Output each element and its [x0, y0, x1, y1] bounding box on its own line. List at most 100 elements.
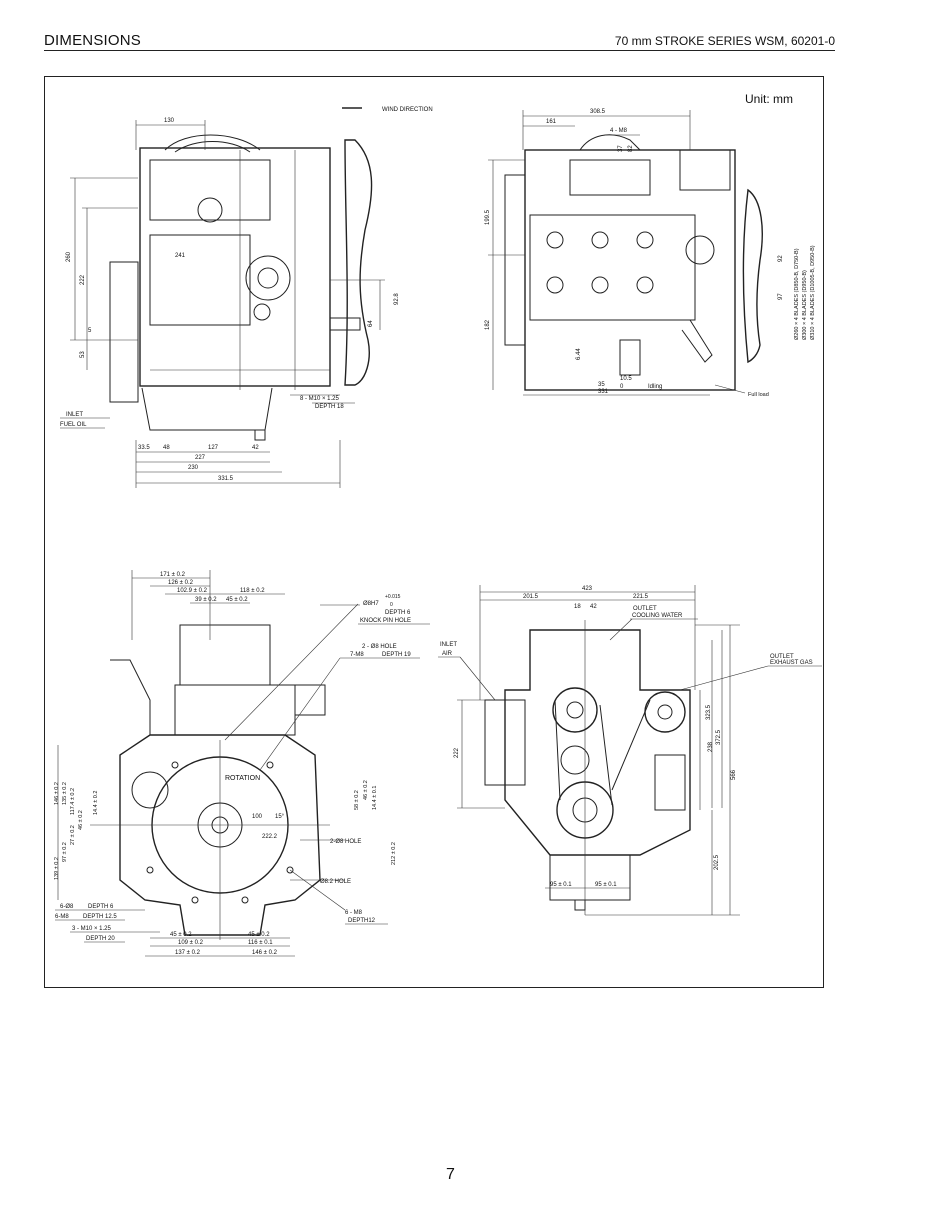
starter	[131, 771, 169, 809]
small-gear	[253, 303, 271, 321]
svg-text:135 ± 0.2: 135 ± 0.2	[62, 782, 68, 805]
svg-text:INLET: INLET	[440, 642, 457, 648]
alternator	[654, 754, 686, 811]
svg-text:97: 97	[778, 293, 784, 300]
svg-text:126 ± 0.2: 126 ± 0.2	[168, 580, 194, 586]
fan-housing	[679, 149, 731, 191]
svg-text:DEPTH 6: DEPTH 6	[88, 904, 114, 910]
svg-text:15°: 15°	[275, 814, 285, 820]
svg-text:Idling: Idling	[648, 384, 662, 390]
manifold	[569, 159, 651, 196]
svg-text:0: 0	[390, 602, 393, 608]
pulley-gear	[245, 255, 291, 301]
svg-text:82: 82	[628, 145, 634, 152]
water-pump-pulley	[552, 687, 598, 733]
svg-text:10.5: 10.5	[620, 376, 632, 382]
svg-text:2 - Ø8 HOLE: 2 - Ø8 HOLE	[362, 644, 397, 650]
svg-text:221.5: 221.5	[633, 594, 649, 600]
pulley-hub	[257, 267, 279, 289]
svg-text:46 ± 0.2: 46 ± 0.2	[363, 780, 369, 800]
svg-text:6.44: 6.44	[576, 348, 582, 360]
svg-text:323.5: 323.5	[706, 704, 712, 720]
svg-text:33.5: 33.5	[138, 445, 150, 451]
svg-text:202.5: 202.5	[714, 854, 720, 870]
fan-pulley	[644, 691, 686, 733]
svg-text:DEPTH 6: DEPTH 6	[385, 610, 411, 616]
header-rule	[44, 50, 835, 51]
rotation-label: ROTATION	[225, 775, 260, 782]
svg-text:199.5: 199.5	[485, 209, 491, 225]
svg-text:182: 182	[485, 319, 491, 330]
svg-text:42: 42	[252, 445, 259, 451]
svg-text:116 ± 0.1: 116 ± 0.1	[248, 940, 273, 946]
view-bottom-right: 423 201.5 221.5 18 42 INLET AIR OUTLET C…	[438, 585, 822, 916]
view-bottom-left: ROTATION 100 15° 222.2 171 ± 0.2 126 ± 0…	[54, 570, 430, 957]
svg-text:DEPTH 18: DEPTH 18	[315, 404, 344, 410]
svg-text:109 ± 0.2: 109 ± 0.2	[178, 940, 204, 946]
injection-pump	[179, 624, 271, 686]
svg-text:92.8: 92.8	[394, 293, 400, 305]
svg-text:Ø310 × 4 BLADES (D1005-B, D9: Ø310 × 4 BLADES (D1005-B, D950-B)	[810, 245, 816, 340]
front-pulley	[109, 261, 139, 403]
svg-text:Ø300 × 4 BLADES (D950-B): Ø300 × 4 BLADES (D950-B)	[802, 270, 808, 340]
pulley-side	[504, 174, 526, 346]
svg-text:+0.015: +0.015	[385, 594, 401, 600]
svg-text:100: 100	[252, 814, 263, 820]
svg-text:95 ± 0.1: 95 ± 0.1	[550, 882, 572, 888]
engine-front-body	[524, 149, 736, 391]
upper-block	[174, 684, 296, 736]
side-unit	[294, 684, 326, 716]
svg-text:DEPTH 20: DEPTH 20	[86, 936, 115, 942]
fuel-pipe	[164, 134, 261, 151]
svg-text:238: 238	[708, 741, 714, 752]
svg-text:331: 331	[598, 389, 609, 395]
svg-text:INLET: INLET	[66, 412, 83, 418]
svg-text:5: 5	[88, 328, 92, 334]
svg-text:46 ± 0.2: 46 ± 0.2	[78, 810, 84, 830]
svg-text:222.2: 222.2	[262, 834, 278, 840]
governor	[685, 235, 715, 265]
fan-belt	[554, 699, 651, 806]
svg-text:222: 222	[454, 747, 460, 758]
page-number: 7	[446, 1166, 455, 1183]
svg-text:OUTLET: OUTLET	[770, 654, 794, 660]
svg-text:7-M8: 7-M8	[350, 652, 364, 658]
svg-text:127: 127	[208, 445, 219, 451]
svg-text:92: 92	[778, 255, 784, 262]
svg-text:222: 222	[80, 274, 86, 285]
svg-text:146 ± 0.2: 146 ± 0.2	[54, 782, 60, 805]
engine-block	[139, 147, 331, 387]
svg-text:423: 423	[582, 586, 593, 592]
unit-label: Unit: mm	[745, 92, 793, 106]
svg-text:45 ± 0.2: 45 ± 0.2	[248, 932, 270, 938]
svg-text:COOLING WATER: COOLING WATER	[632, 613, 683, 619]
svg-text:14.4 ± 0.2: 14.4 ± 0.2	[93, 791, 99, 815]
svg-text:372.5: 372.5	[716, 729, 722, 745]
oil-pan	[141, 387, 273, 431]
intake-box	[484, 699, 526, 786]
svg-text:4 - M8: 4 - M8	[610, 128, 628, 134]
view-top-left: WIND DIRECTION 130 241 33.5 48 127 42 22…	[60, 107, 433, 488]
oil-filter	[619, 339, 641, 376]
svg-text:171 ± 0.2: 171 ± 0.2	[160, 572, 186, 578]
svg-text:FUEL OIL: FUEL OIL	[60, 422, 87, 428]
svg-text:58 ± 0.2: 58 ± 0.2	[354, 790, 360, 810]
cylinder-head	[529, 214, 696, 321]
fuel-pipe-2	[174, 141, 251, 153]
svg-text:146 ± 0.2: 146 ± 0.2	[252, 950, 278, 956]
svg-text:OUTLET: OUTLET	[633, 606, 657, 612]
svg-text:2-Ø8 HOLE: 2-Ø8 HOLE	[330, 839, 361, 845]
svg-text:64: 64	[368, 320, 374, 327]
svg-text:35: 35	[598, 382, 605, 388]
svg-text:39 ± 0.2: 39 ± 0.2	[195, 597, 217, 603]
drain-plug	[254, 429, 266, 441]
svg-text:AIR: AIR	[442, 651, 453, 657]
exhaust-bend	[579, 134, 641, 151]
svg-text:Ø8.2 HOLE: Ø8.2 HOLE	[320, 879, 351, 885]
svg-text:201.5: 201.5	[523, 594, 539, 600]
speed-lever	[681, 319, 713, 363]
crankcase	[149, 234, 251, 326]
view-top-right: 308.5 161 4 - M8 37 82 331 35 10.5 0 Idl…	[485, 109, 816, 398]
svg-text:DEPTH 12.5: DEPTH 12.5	[83, 914, 117, 920]
